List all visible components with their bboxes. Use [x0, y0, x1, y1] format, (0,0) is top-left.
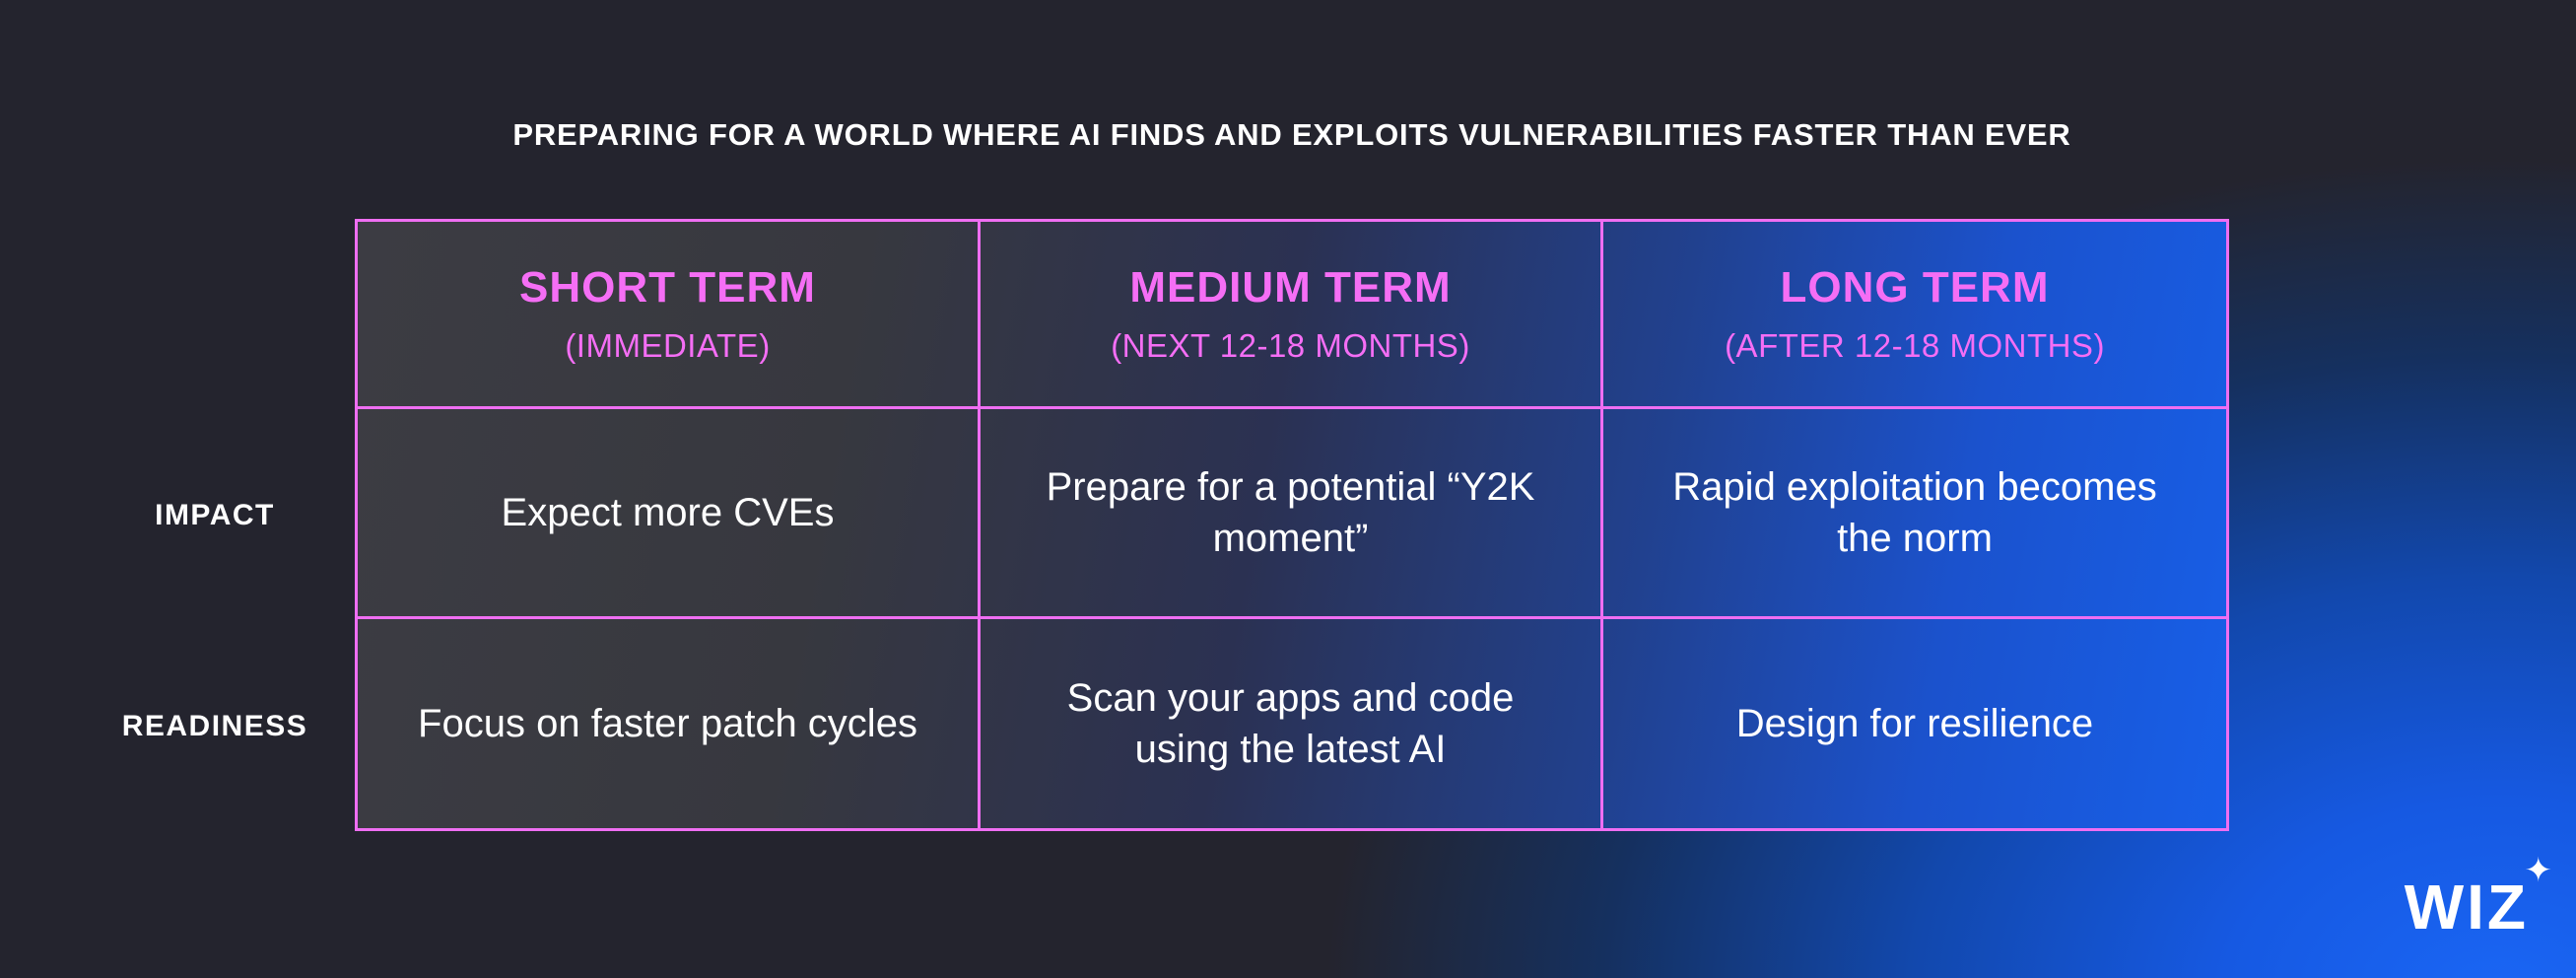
- cell-readiness-medium-term: Scan your apps and code using the latest…: [981, 619, 1603, 828]
- header-cell-long-term: LONG TERM (AFTER 12-18 MONTHS): [1603, 222, 2226, 409]
- cell-text: Design for resilience: [1735, 702, 2094, 745]
- cell-text: Focus on faster patch cycles: [418, 702, 917, 745]
- cell-impact-medium-term: Prepare for a potential “Y2K moment”: [981, 409, 1603, 619]
- cell-text: Prepare for a potential “Y2K moment”: [1046, 465, 1535, 560]
- header-label-medium-term: MEDIUM TERM: [1129, 263, 1452, 313]
- cell-text: Scan your apps and code using the latest…: [1066, 676, 1515, 771]
- cell-impact-long-term: Rapid exploitation becomes the norm: [1603, 409, 2226, 619]
- header-cell-short-term: SHORT TERM (IMMEDIATE): [358, 222, 981, 409]
- cell-readiness-short-term: Focus on faster patch cycles: [358, 619, 981, 828]
- row-label-impact: IMPACT: [155, 498, 275, 531]
- cell-text: Expect more CVEs: [501, 491, 835, 534]
- header-label-long-term: LONG TERM: [1780, 263, 2050, 313]
- header-sublabel-medium-term: (NEXT 12-18 MONTHS): [1111, 326, 1470, 364]
- term-matrix-table: SHORT TERM (IMMEDIATE) MEDIUM TERM (NEXT…: [355, 219, 2229, 831]
- header-sublabel-long-term: (AFTER 12-18 MONTHS): [1725, 326, 2105, 364]
- page-title: PREPARING FOR A WORLD WHERE AI FINDS AND…: [512, 117, 2071, 152]
- row-label-readiness: READINESS: [121, 709, 308, 742]
- header-cell-medium-term: MEDIUM TERM (NEXT 12-18 MONTHS): [981, 222, 1603, 409]
- wiz-logo: WIZ ✦: [2405, 854, 2552, 939]
- header-sublabel-short-term: (IMMEDIATE): [565, 326, 771, 364]
- header-label-short-term: SHORT TERM: [519, 263, 816, 313]
- cell-impact-short-term: Expect more CVEs: [358, 409, 981, 619]
- cell-readiness-long-term: Design for resilience: [1603, 619, 2226, 828]
- wiz-wordmark: WIZ: [2404, 872, 2529, 943]
- cell-text: Rapid exploitation becomes the norm: [1672, 465, 2157, 560]
- sparkle-icon: ✦: [2524, 851, 2553, 890]
